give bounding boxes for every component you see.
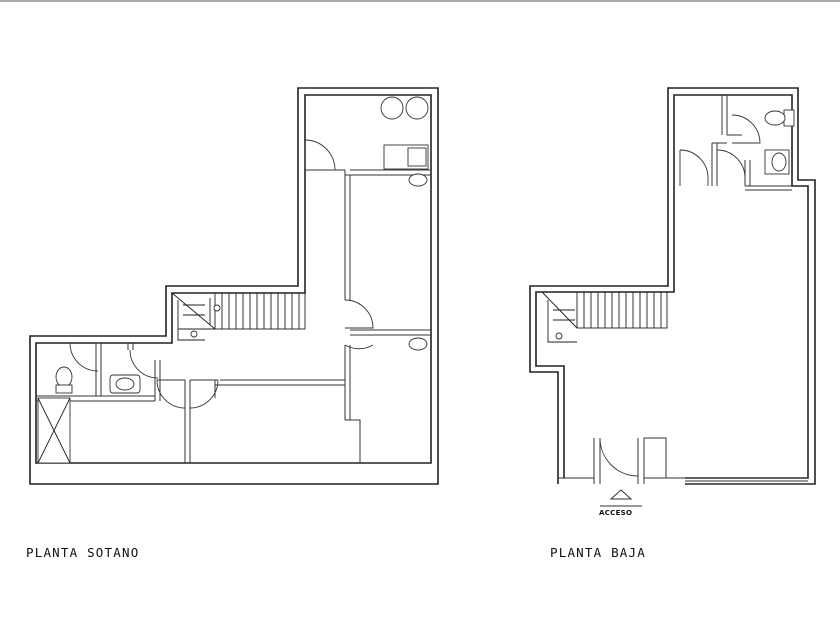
basement-sink-box [407,147,427,167]
basement-door-corridor-right [189,379,219,409]
basement-washbasin-1 [408,173,428,187]
top-rule [0,0,840,2]
basement-outer-wall [29,87,439,485]
basement-washbasin-2 [408,337,428,351]
basement-partition-cross [350,329,431,336]
ground-door-2 [716,149,746,179]
basement-partition-middle [344,175,361,463]
ground-plan [529,87,816,507]
ground-door-3 [731,114,761,144]
basement-door-wc2 [129,349,159,379]
basement-plan-label: PLANTA SOTANO [26,545,140,560]
basement-corridor-wall [214,379,345,398]
ground-stair [541,291,668,343]
ground-toilet [764,110,786,126]
basement-door-upper [304,139,336,171]
ground-entrance-jambs [558,437,685,484]
basement-inner-wall [35,94,432,464]
entrance-triangle-icon [609,489,633,500]
basement-shower [37,397,71,464]
basement-tank-1 [380,96,404,120]
ground-washbasin [771,152,787,172]
ground-outer-wall [529,87,816,485]
basement-toilet-tank [55,384,73,394]
entrance-label: ACCESO [599,509,633,517]
ground-door-1 [679,149,709,186]
basement-partition-upper [305,169,431,300]
basement-toilet [55,366,73,388]
ground-service-walls [711,95,792,191]
basement-plan [29,87,439,485]
ground-toilet-tank [783,109,795,127]
basement-tank-2 [405,96,429,120]
ground-shopfront [685,477,808,485]
ground-inner-wall [535,94,809,479]
ground-entrance-door [599,437,639,477]
basement-wc-walls [95,342,134,396]
basement-door-wc1 [69,342,99,372]
ground-plan-label: PLANTA BAJA [550,545,646,560]
basement-door-mid2 [344,344,374,350]
basement-door-mid1 [344,299,374,329]
basement-stair [171,292,306,341]
basement-door-corridor-left [156,379,186,409]
